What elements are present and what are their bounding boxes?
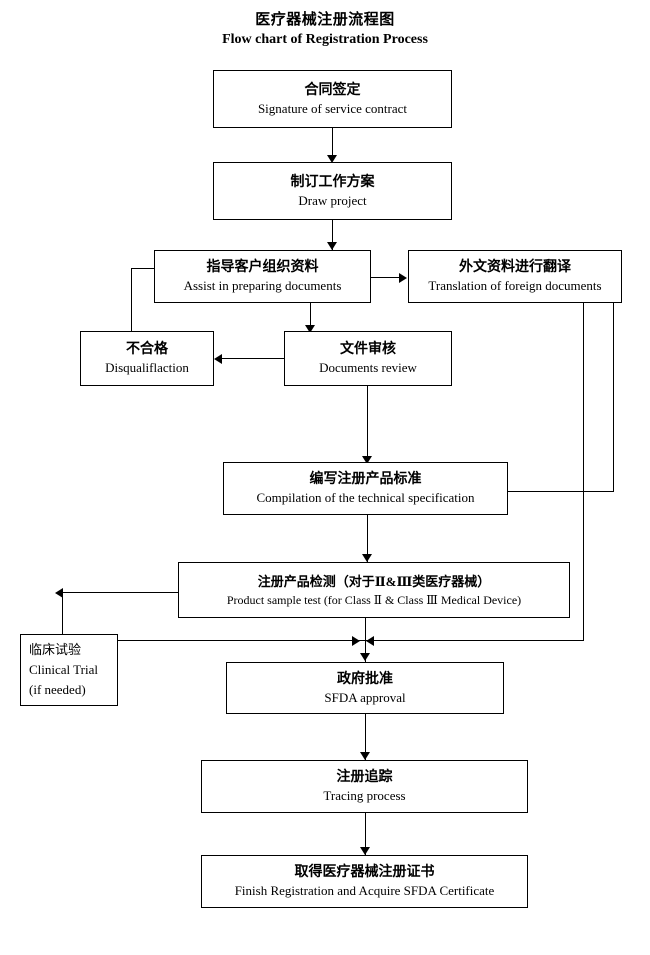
edge-assist-to-translation — [371, 277, 405, 278]
node-disqualified[interactable]: 不合格 Disqualiflaction — [80, 331, 214, 386]
node-clinical-trial-note: (if needed) — [29, 682, 86, 697]
node-translation[interactable]: 外文资料进行翻译 Translation of foreign document… — [408, 250, 622, 303]
edge-clinical-trial-drop — [62, 592, 63, 634]
edge-disqualified-feedback-vertical — [131, 268, 132, 331]
node-clinical-trial[interactable]: 临床试验 Clinical Trial (if needed) — [20, 634, 118, 706]
arrowhead-translation — [399, 273, 407, 283]
node-disqualified-cn: 不合格 — [126, 342, 168, 357]
node-disqualified-en: Disqualiflaction — [105, 360, 189, 375]
title-chinese: 医疗器械注册流程图 — [255, 12, 395, 28]
node-tracing[interactable]: 注册追踪 Tracing process — [201, 760, 528, 813]
node-translation-en: Translation of foreign documents — [428, 278, 602, 293]
edge-doc-review-to-disqualified — [222, 358, 284, 359]
node-clinical-trial-cn: 临床试验 — [29, 642, 82, 657]
arrowhead-assist — [327, 242, 337, 250]
node-tracing-en: Tracing process — [323, 788, 406, 803]
edge-sample-test-to-clinical-left — [62, 592, 178, 593]
node-doc-review-en: Documents review — [319, 360, 417, 375]
arrowhead-draw-project — [327, 155, 337, 163]
node-contract[interactable]: 合同签定 Signature of service contract — [213, 70, 452, 128]
node-contract-en: Signature of service contract — [257, 100, 408, 116]
node-draw-project-en: Draw project — [298, 192, 367, 208]
edge-far-right-rail — [583, 303, 584, 641]
page-title: 医疗器械注册流程图 Flow chart of Registration Pro… — [0, 10, 650, 50]
node-draw-project-cn: 制订工作方案 — [290, 174, 375, 190]
node-sfda-approval-en: SFDA approval — [324, 689, 406, 705]
node-contract-cn: 合同签定 — [304, 82, 361, 98]
node-finish-en: Finish Registration and Acquire SFDA Cer… — [234, 883, 495, 898]
node-sample-test-en: Product sample test (for Class Ⅱ & Class… — [226, 592, 522, 607]
edge-right-rail-to-tech-spec — [508, 491, 614, 492]
arrowhead-tracing — [360, 752, 370, 760]
node-assist-cn: 指导客户组织资料 — [206, 260, 319, 275]
node-tech-spec-en: Compilation of the technical specificati… — [256, 490, 475, 505]
arrowhead-doc-review — [305, 325, 315, 333]
edge-assist-to-doc-review — [310, 303, 311, 331]
edge-clinical-trial-to-merge — [118, 640, 365, 641]
edge-sfda-to-tracing — [365, 714, 366, 760]
edge-draw-project-to-assist — [332, 220, 333, 250]
edge-contract-to-draw-project — [332, 128, 333, 161]
arrowhead-merge-from-right — [366, 636, 374, 646]
node-sfda-approval-cn: 政府批准 — [337, 671, 393, 687]
node-translation-cn: 外文资料进行翻译 — [459, 260, 571, 275]
node-clinical-trial-en: Clinical Trial — [29, 662, 98, 677]
node-draw-project[interactable]: 制订工作方案 Draw project — [213, 162, 452, 220]
edge-tech-spec-to-sample-test — [367, 515, 368, 562]
arrowhead-finish — [360, 847, 370, 855]
node-assist[interactable]: 指导客户组织资料 Assist in preparing documents — [154, 250, 371, 303]
node-finish[interactable]: 取得医疗器械注册证书 Finish Registration and Acqui… — [201, 855, 528, 908]
node-finish-cn: 取得医疗器械注册证书 — [294, 865, 435, 880]
edge-sample-test-to-sfda — [365, 618, 366, 662]
node-tracing-cn: 注册追踪 — [336, 770, 393, 785]
arrowhead-sfda-approval — [360, 653, 370, 661]
node-doc-review-cn: 文件审核 — [340, 342, 396, 357]
node-sample-test-cn: 注册产品检测（对于Ⅱ&Ⅲ类医疗器械） — [257, 573, 491, 589]
edge-tracing-to-finish — [365, 813, 366, 855]
arrowhead-sample-test — [362, 554, 372, 562]
arrowhead-disqualified — [214, 354, 222, 364]
edge-doc-review-to-tech-spec — [367, 386, 368, 462]
edge-translation-right-rail — [613, 303, 614, 491]
arrowhead-tech-spec — [362, 456, 372, 464]
edge-far-right-to-merge — [366, 640, 584, 641]
node-tech-spec[interactable]: 编写注册产品标准 Compilation of the technical sp… — [223, 462, 508, 515]
node-tech-spec-cn: 编写注册产品标准 — [309, 472, 422, 487]
node-sample-test[interactable]: 注册产品检测（对于Ⅱ&Ⅲ类医疗器械） Product sample test (… — [178, 562, 570, 618]
title-english: Flow chart of Registration Process — [222, 32, 428, 47]
arrowhead-clinical-trial — [55, 588, 63, 598]
node-assist-en: Assist in preparing documents — [183, 278, 342, 293]
node-sfda-approval[interactable]: 政府批准 SFDA approval — [226, 662, 504, 714]
arrowhead-merge-from-left — [352, 636, 360, 646]
edge-disqualified-feedback-horizontal — [131, 268, 154, 269]
node-doc-review[interactable]: 文件审核 Documents review — [284, 331, 452, 386]
